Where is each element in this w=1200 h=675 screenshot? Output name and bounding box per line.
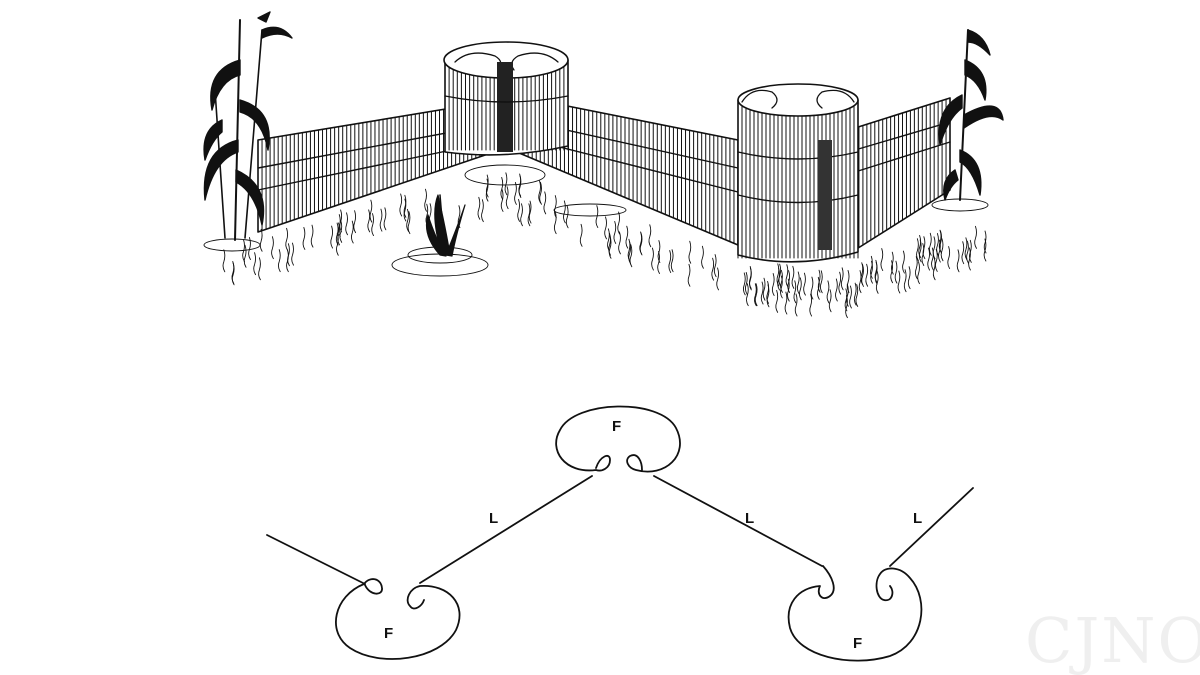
trap-cylinder-right (737, 83, 859, 263)
reed-plant-left (203, 11, 293, 241)
right-fence-panel (854, 97, 951, 251)
leader-line-left (266, 534, 366, 585)
trap-label-right: F (853, 635, 862, 652)
fish-weir-illustration (203, 11, 1004, 319)
leader-label-left: L (489, 510, 498, 527)
left-fence-panel (257, 99, 501, 233)
trap-outline-right (787, 565, 923, 662)
trap-outline-left (335, 578, 461, 660)
trap-label-left: F (384, 625, 393, 642)
reed-plant-center (425, 194, 466, 257)
leader-line-mid-left (419, 475, 593, 584)
trap-cylinder-top (443, 41, 569, 156)
leader-label-mid: L (745, 510, 754, 527)
trap-schematic: F F F L L L (266, 405, 974, 662)
reed-plant-right (938, 29, 1004, 201)
leader-line-mid-right (653, 475, 823, 567)
trap-outline-top (555, 405, 681, 473)
leader-line-right (889, 487, 974, 567)
trap-label-top: F (612, 418, 621, 435)
leader-label-right: L (913, 510, 922, 527)
water-and-grass (203, 164, 989, 319)
watermark: CJNO (1025, 604, 1200, 675)
